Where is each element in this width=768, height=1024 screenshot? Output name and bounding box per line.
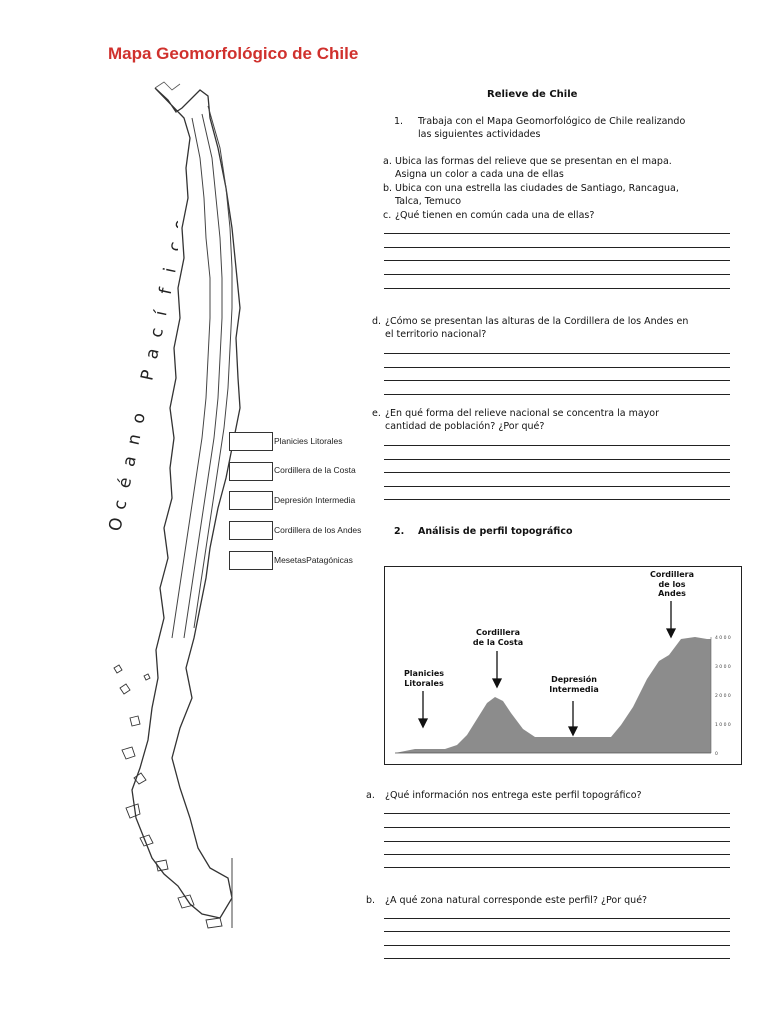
- q3-marker: a.: [366, 790, 375, 801]
- q2-number: 2.: [394, 526, 405, 537]
- chile-map-outline: [113, 81, 241, 929]
- terrain-profile: [395, 637, 711, 753]
- item-d-line1: ¿Cómo se presentan las alturas de la Cor…: [385, 316, 689, 327]
- item-c-line1: ¿Qué tienen en común cada una de ellas?: [395, 210, 595, 221]
- answer-line-c4[interactable]: [384, 274, 730, 275]
- answer-line-q4-4[interactable]: [384, 958, 730, 959]
- legend-swatch-andes: [229, 521, 273, 540]
- answer-line-q4-3[interactable]: [384, 945, 730, 946]
- ocean-letter: c: [165, 240, 178, 253]
- item-e-line1: ¿En qué forma del relieve nacional se co…: [385, 408, 660, 419]
- q4-text: ¿A qué zona natural corresponde este per…: [385, 895, 648, 906]
- answer-line-c1[interactable]: [384, 233, 730, 234]
- ocean-letter: f: [156, 285, 177, 296]
- ocean-letter: c: [146, 326, 168, 339]
- ocean-letter: P: [137, 368, 159, 382]
- legend-swatch-costa: [229, 462, 273, 481]
- item-a-marker: a.: [383, 156, 392, 167]
- answer-line-q3-4[interactable]: [384, 854, 730, 855]
- answer-line-e2[interactable]: [384, 459, 730, 460]
- item-a-line2: Asigna un color a cada una de ellas: [395, 169, 564, 180]
- item-e-line2: cantidad de población? ¿Por qué?: [385, 421, 545, 432]
- legend-swatch-depresion: [229, 491, 273, 510]
- item-a-line1: Ubica las formas del relieve que se pres…: [395, 156, 672, 167]
- answer-line-d3[interactable]: [384, 380, 730, 381]
- ocean-letter: o: [169, 217, 178, 231]
- answer-line-q3-1[interactable]: [384, 813, 730, 814]
- q1-text-line1: Trabaja con el Mapa Geomorfológico de Ch…: [418, 116, 686, 127]
- q3-text: ¿Qué información nos entrega este perfil…: [385, 790, 642, 801]
- answer-line-d4[interactable]: [384, 394, 730, 395]
- tick-0: 0: [715, 751, 718, 757]
- worksheet-title: Relieve de Chile: [487, 89, 578, 100]
- legend-label-andes: Cordillera de los Andes: [274, 525, 362, 535]
- answer-line-c3[interactable]: [384, 260, 730, 261]
- answer-line-d1[interactable]: [384, 353, 730, 354]
- q4-marker: b.: [366, 895, 376, 906]
- legend-label-planicies: Planicies Litorales: [274, 436, 343, 446]
- tick-1000: 1 0 0 0: [715, 722, 731, 728]
- tick-4000: 4 0 0 0: [715, 635, 731, 641]
- legend-label-depresion: Depresión Intermedia: [274, 495, 356, 505]
- legend-label-mesetas: MesetasPatagónicas: [274, 555, 353, 565]
- answer-line-q3-2[interactable]: [384, 827, 730, 828]
- ocean-letter: a: [119, 454, 141, 468]
- answer-line-e4[interactable]: [384, 486, 730, 487]
- item-e-marker: e.: [372, 408, 381, 419]
- ocean-letter: n: [124, 432, 146, 447]
- item-b-marker: b.: [383, 183, 393, 194]
- ocean-letter: c: [110, 498, 132, 511]
- tick-3000: 3 0 0 0: [715, 664, 731, 670]
- topographic-profile: 4 0 0 0 3 0 0 0 2 0 0 0 1 0 0 0 0: [384, 566, 742, 765]
- item-d-marker: d.: [372, 316, 382, 327]
- q1-text-line2: las siguientes actividades: [418, 129, 541, 140]
- ocean-letter: o: [128, 411, 150, 425]
- answer-line-e3[interactable]: [384, 472, 730, 473]
- answer-line-c5[interactable]: [384, 288, 730, 289]
- legend-label-costa: Cordillera de la Costa: [274, 465, 356, 475]
- ocean-letter: é: [114, 476, 136, 490]
- answer-line-e5[interactable]: [384, 499, 730, 500]
- answer-line-q4-2[interactable]: [384, 931, 730, 932]
- profile-chart: 4 0 0 0 3 0 0 0 2 0 0 0 1 0 0 0 0: [395, 601, 731, 757]
- ocean-letter: a: [142, 347, 164, 361]
- item-b-line2: Talca, Temuco: [395, 196, 462, 207]
- answer-line-c2[interactable]: [384, 247, 730, 248]
- answer-line-e1[interactable]: [384, 445, 730, 446]
- ocean-letter: O: [105, 516, 127, 533]
- answer-line-q3-3[interactable]: [384, 841, 730, 842]
- item-b-line1: Ubica con una estrella las ciudades de S…: [395, 183, 679, 194]
- legend-swatch-planicies: [229, 432, 273, 451]
- item-c-marker: c.: [383, 210, 392, 221]
- item-d-line2: el territorio nacional?: [385, 329, 487, 340]
- map-title: Mapa Geomorfológico de Chile: [108, 44, 359, 63]
- ocean-letter: í: [151, 308, 172, 318]
- answer-line-q4-1[interactable]: [384, 918, 730, 919]
- tick-2000: 2 0 0 0: [715, 693, 731, 699]
- answer-line-q3-5[interactable]: [384, 867, 730, 868]
- q2-title: Análisis de perfil topográfico: [418, 526, 573, 537]
- answer-line-d2[interactable]: [384, 367, 730, 368]
- ocean-letter: i: [160, 266, 178, 275]
- legend-swatch-mesetas: [229, 551, 273, 570]
- q1-number: 1.: [394, 116, 404, 127]
